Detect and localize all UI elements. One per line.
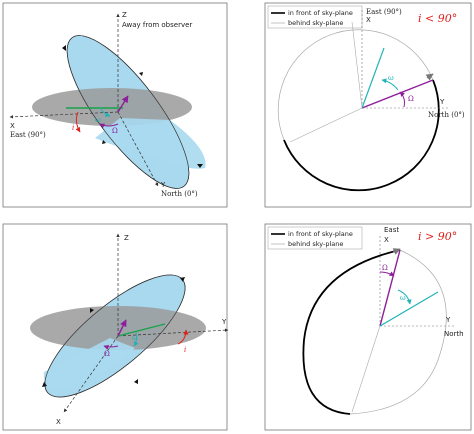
y-axis-label: Y bbox=[445, 316, 451, 324]
small-omega-arc bbox=[381, 78, 399, 91]
orbit-front-arc bbox=[283, 79, 440, 192]
legend-front-label: in front of sky-plane bbox=[288, 9, 353, 17]
z-axis-label: Z bbox=[124, 234, 129, 242]
legend-front-label: in front of sky-plane bbox=[288, 230, 353, 238]
y-axis-label: Y bbox=[439, 98, 445, 106]
inclination-label: i bbox=[72, 124, 74, 132]
ascending-node-vector bbox=[117, 319, 127, 337]
small-omega-label: ω bbox=[400, 294, 406, 302]
inclination-arc bbox=[177, 329, 189, 345]
legend-behind-label: behind sky-plane bbox=[288, 240, 343, 248]
big-omega-arc bbox=[99, 123, 119, 129]
line-of-nodes bbox=[117, 323, 166, 337]
orbit-direction-arrow bbox=[197, 164, 203, 168]
node-line-back bbox=[289, 107, 363, 143]
panel-frame bbox=[264, 223, 472, 431]
ascending-node-vector bbox=[361, 79, 434, 109]
sky-plane bbox=[32, 88, 192, 126]
orbit-direction-arrow bbox=[42, 382, 47, 387]
z-axis-label: Z bbox=[122, 11, 127, 19]
legend-box bbox=[267, 5, 363, 29]
inclination-label: i bbox=[184, 346, 186, 354]
orbit-direction-arrow bbox=[425, 73, 434, 81]
big-omega-arc bbox=[103, 345, 119, 350]
orbit-direction-arrow bbox=[102, 140, 106, 144]
ascending-node-vector bbox=[379, 249, 401, 327]
x-axis-label: X bbox=[10, 122, 15, 130]
big-omega-label: Ω bbox=[112, 127, 118, 135]
east-label: East (90°) bbox=[366, 8, 402, 16]
small-omega-label: ω bbox=[132, 334, 138, 342]
orbit-front-part bbox=[95, 118, 206, 169]
inclination-arc bbox=[75, 111, 81, 133]
panel-bottom-right: in front of sky-plane behind sky-plane E… bbox=[264, 223, 472, 431]
east-label: East (90°) bbox=[10, 131, 46, 139]
panel-bottom-left: Z Y X ω Ω i bbox=[2, 223, 229, 431]
panel-top-left: Z Away from observer X East (90°) Y Nort… bbox=[2, 2, 228, 208]
legend-behind-label: behind sky-plane bbox=[288, 19, 343, 27]
big-omega-label: Ω bbox=[408, 95, 414, 103]
periastron-vector bbox=[361, 47, 385, 109]
big-omega-arc bbox=[379, 271, 395, 277]
node-line-back bbox=[351, 325, 381, 413]
big-omega-arc bbox=[399, 91, 405, 108]
north-label: North bbox=[444, 330, 464, 338]
orbit-direction-arrow bbox=[62, 45, 66, 51]
orbit-front-arc bbox=[302, 249, 401, 415]
ascending-node-vector bbox=[117, 95, 129, 113]
periastron-vector bbox=[379, 291, 439, 327]
y-axis-label: Y bbox=[221, 318, 227, 326]
big-omega-label: Ω bbox=[104, 350, 110, 358]
small-omega-arc bbox=[397, 289, 412, 305]
orbit-front-part bbox=[43, 338, 135, 388]
orbit-direction-arrow bbox=[134, 379, 138, 384]
inclination-condition: i > 90° bbox=[418, 230, 457, 243]
orbit-behind-arc bbox=[349, 249, 447, 415]
y-axis bbox=[117, 328, 229, 337]
orbit-direction-arrow bbox=[139, 72, 143, 76]
periastron-line-back bbox=[351, 21, 363, 109]
y-axis bbox=[117, 111, 159, 187]
small-omega-arc bbox=[133, 331, 139, 347]
legend-box bbox=[267, 226, 363, 250]
orbit-direction-arrow bbox=[90, 308, 94, 313]
small-omega-label: ω bbox=[388, 74, 394, 82]
panel-top-right: in front of sky-plane behind sky-plane E… bbox=[264, 2, 472, 208]
small-omega-label: ω bbox=[95, 116, 101, 124]
north-label: North (0°) bbox=[161, 190, 198, 198]
north-label: North (0°) bbox=[428, 111, 465, 119]
small-omega-arc bbox=[99, 107, 111, 117]
x-axis-label: X bbox=[366, 16, 371, 24]
orbit-behind-arc bbox=[277, 29, 434, 141]
orbit-outline bbox=[66, 35, 190, 189]
east-label: East bbox=[384, 226, 399, 234]
orbit-direction-arrow bbox=[392, 248, 401, 255]
big-omega-label: Ω bbox=[382, 264, 388, 272]
x-axis-label: X bbox=[384, 236, 389, 244]
inclination-condition: i < 90° bbox=[418, 12, 457, 25]
x-axis bbox=[9, 111, 119, 119]
away-label: Away from observer bbox=[122, 21, 192, 29]
x-axis-label: X bbox=[56, 418, 61, 426]
y-axis-label: Y bbox=[160, 181, 166, 189]
orbit-direction-arrow bbox=[180, 277, 185, 282]
